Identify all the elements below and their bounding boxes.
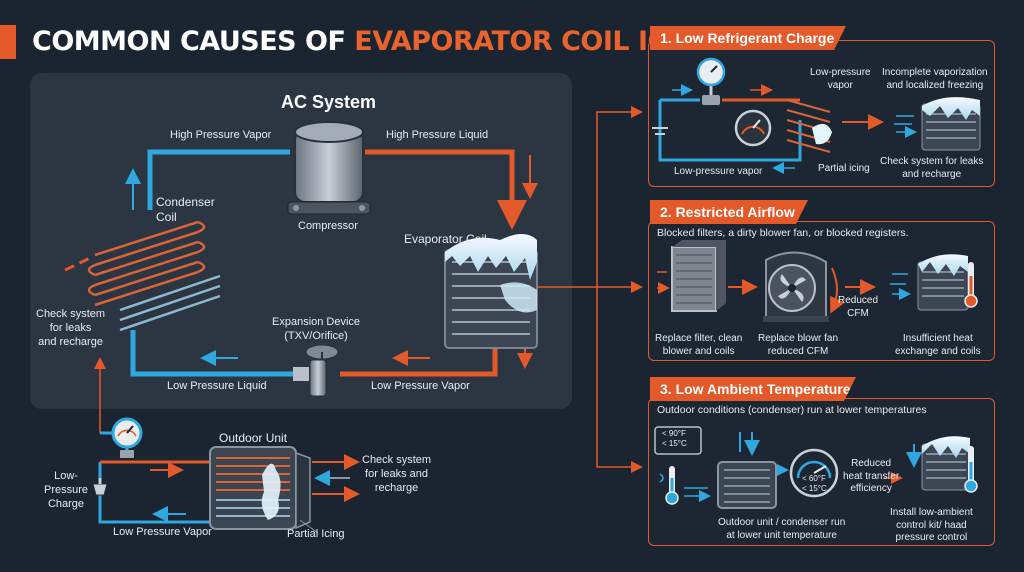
panel-connectors bbox=[537, 106, 643, 473]
panel3-reduced-transfer-label: Reduced heat transfer efficiency bbox=[843, 458, 900, 494]
gauge-c-label: < 15°C bbox=[802, 484, 827, 493]
high-pressure-vapor-label: High Pressure Vapor bbox=[170, 129, 272, 141]
outdoor-check-arrows bbox=[299, 454, 360, 534]
compressor-icon bbox=[287, 121, 371, 215]
panel1-incomplete-label: Incomplete vaporization and localized fr… bbox=[882, 67, 988, 91]
panel2-subtitle: Blocked filters, a dirty blower fan, or … bbox=[657, 227, 909, 239]
refrigerant-loop bbox=[125, 149, 538, 377]
outdoor-unit-label: Outdoor Unit bbox=[219, 431, 288, 445]
panel1-coil-icon bbox=[786, 99, 832, 153]
panel2-frozen-coil-icon bbox=[917, 254, 969, 311]
compressor-label: Compressor bbox=[298, 220, 358, 232]
panel2-title: 2. Restricted Airflow bbox=[650, 200, 808, 224]
low-pressure-liquid-label: Low Pressure Liquid bbox=[167, 380, 267, 392]
panel1-circuit bbox=[652, 84, 884, 174]
panel3-title: 3. Low Ambient Temperature bbox=[650, 377, 856, 401]
expansion-device-label: Expansion Device (TXV/Orifice) bbox=[272, 316, 361, 342]
panel2-replace-blower-label: Replace blowr fan reduced CFM bbox=[758, 333, 839, 357]
panel1-gauge-icon bbox=[696, 57, 772, 147]
thermostat-icon bbox=[654, 426, 702, 455]
air-filter-icon bbox=[671, 240, 726, 312]
panel1-frozen-coil-icon bbox=[894, 97, 981, 151]
evaporator-coil-icon bbox=[444, 234, 538, 349]
condenser-coil-label: Condenser Coil bbox=[156, 195, 215, 224]
panel2-thermometer-icon bbox=[964, 262, 978, 308]
condenser-coil-icon bbox=[64, 220, 221, 332]
panel2-reduced-cfm-label: Reduced CFM bbox=[838, 295, 879, 319]
panel2-insufficient-label: Insufficient heat exchange and coils bbox=[895, 333, 981, 357]
panel1-title: 1. Low Refrigerant Charge bbox=[650, 26, 846, 50]
panel3-frozen-coil-icon bbox=[921, 436, 971, 491]
expansion-valve-icon bbox=[293, 344, 339, 397]
high-pressure-liquid-label: High Pressure Liquid bbox=[386, 129, 489, 141]
panel3-install-label: Install low-ambient control kit/ haad pr… bbox=[890, 507, 973, 543]
check-system-label: Check system for leaks and recharge bbox=[36, 308, 106, 348]
outdoor-low-pressure-vapor-label: Low Pressure Vapor bbox=[113, 526, 212, 538]
panel3-artwork bbox=[654, 426, 978, 509]
charge-valve-icon bbox=[92, 478, 108, 496]
condenser-unit-icon bbox=[717, 461, 777, 509]
outdoor-check-system-label: Check system for leaks and recharge bbox=[362, 454, 432, 494]
thermostat-c-label: < 15°C bbox=[662, 439, 687, 448]
panel3-outdoor-lower-label: Outdoor unit / condenser run at lower un… bbox=[718, 517, 846, 541]
pressure-gauge-icon bbox=[111, 417, 143, 458]
title-part-white: COMMON CAUSES OF bbox=[32, 26, 346, 57]
outdoor-unit-icon bbox=[209, 446, 311, 530]
panel2-replace-filter-label: Replace filter, clean blower and coils bbox=[655, 333, 743, 357]
ac-system-heading: AC System bbox=[281, 92, 377, 112]
gauge-f-label: < 60°F bbox=[802, 474, 826, 483]
outdoor-partial-icing-label: Partial Icing bbox=[287, 528, 345, 540]
panel2-artwork bbox=[657, 240, 978, 322]
low-pressure-vapor-label: Low Pressure Vapor bbox=[371, 380, 470, 392]
panel1-partial-icing-label: Partial icing bbox=[818, 163, 870, 174]
panel1-low-pressure-vapor-label: Low-pressure vapor bbox=[674, 166, 763, 177]
outdoor-loop bbox=[98, 431, 210, 524]
low-pressure-charge-label: Low- Pressure Charge bbox=[44, 470, 89, 510]
page-title: COMMON CAUSES OF EVAPORATOR COIL ICING bbox=[32, 26, 721, 57]
thermostat-f-label: < 90°F bbox=[662, 429, 686, 438]
panel3-gauge-icon bbox=[789, 448, 839, 498]
panel1-low-pressure-vapor-top: Low-pressure vapor bbox=[810, 67, 871, 91]
panel1-check-label: Check system for leaks and recharge bbox=[880, 156, 984, 180]
panel3-thermometer2-icon bbox=[964, 446, 978, 493]
title-accent-bar bbox=[0, 25, 16, 59]
evaporator-coil-label: Evaporator Coil bbox=[404, 232, 487, 246]
panel3-subtitle: Outdoor conditions (condenser) run at lo… bbox=[657, 404, 927, 416]
blower-fan-icon bbox=[763, 251, 845, 322]
panel3-thermometer-icon bbox=[665, 466, 679, 505]
